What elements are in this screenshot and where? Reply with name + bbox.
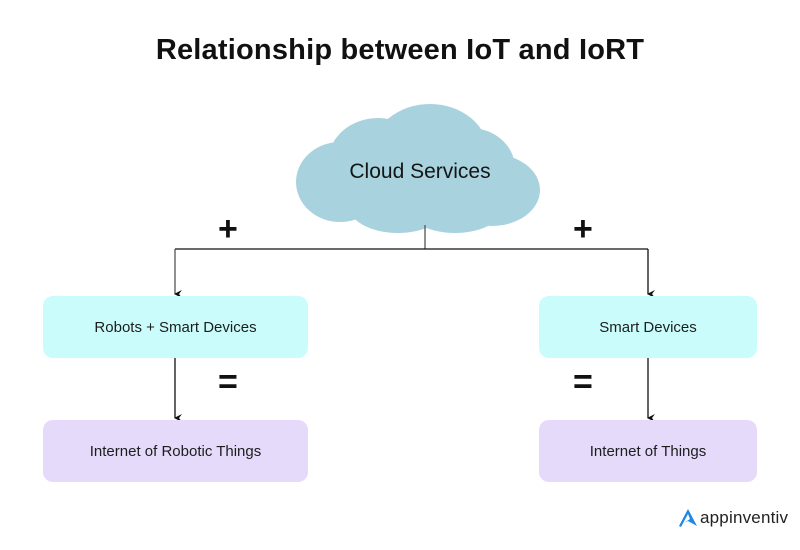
left-plus-operator: + [218, 210, 238, 248]
robots-smart-devices-label: Robots + Smart Devices [94, 318, 257, 336]
appinventiv-logo-icon [679, 509, 697, 527]
internet-of-things-box: Internet of Things [539, 420, 757, 482]
appinventiv-logo-text: appinventiv [700, 508, 789, 527]
robots-smart-devices-box: Robots + Smart Devices [43, 296, 308, 358]
cloud-services-label: Cloud Services [349, 160, 491, 183]
appinventiv-logo: appinventiv [678, 508, 788, 528]
smart-devices-box: Smart Devices [539, 296, 757, 358]
smart-devices-label: Smart Devices [599, 318, 697, 336]
diagram-title: Relationship between IoT and IoRT [155, 34, 645, 66]
internet-of-things-label: Internet of Things [589, 442, 707, 460]
right-equals-operator: = [573, 363, 593, 401]
right-plus-operator: + [573, 210, 593, 248]
internet-of-robotic-things-box: Internet of Robotic Things [43, 420, 308, 482]
internet-of-robotic-things-label: Internet of Robotic Things [89, 442, 262, 460]
left-equals-operator: = [218, 363, 238, 401]
